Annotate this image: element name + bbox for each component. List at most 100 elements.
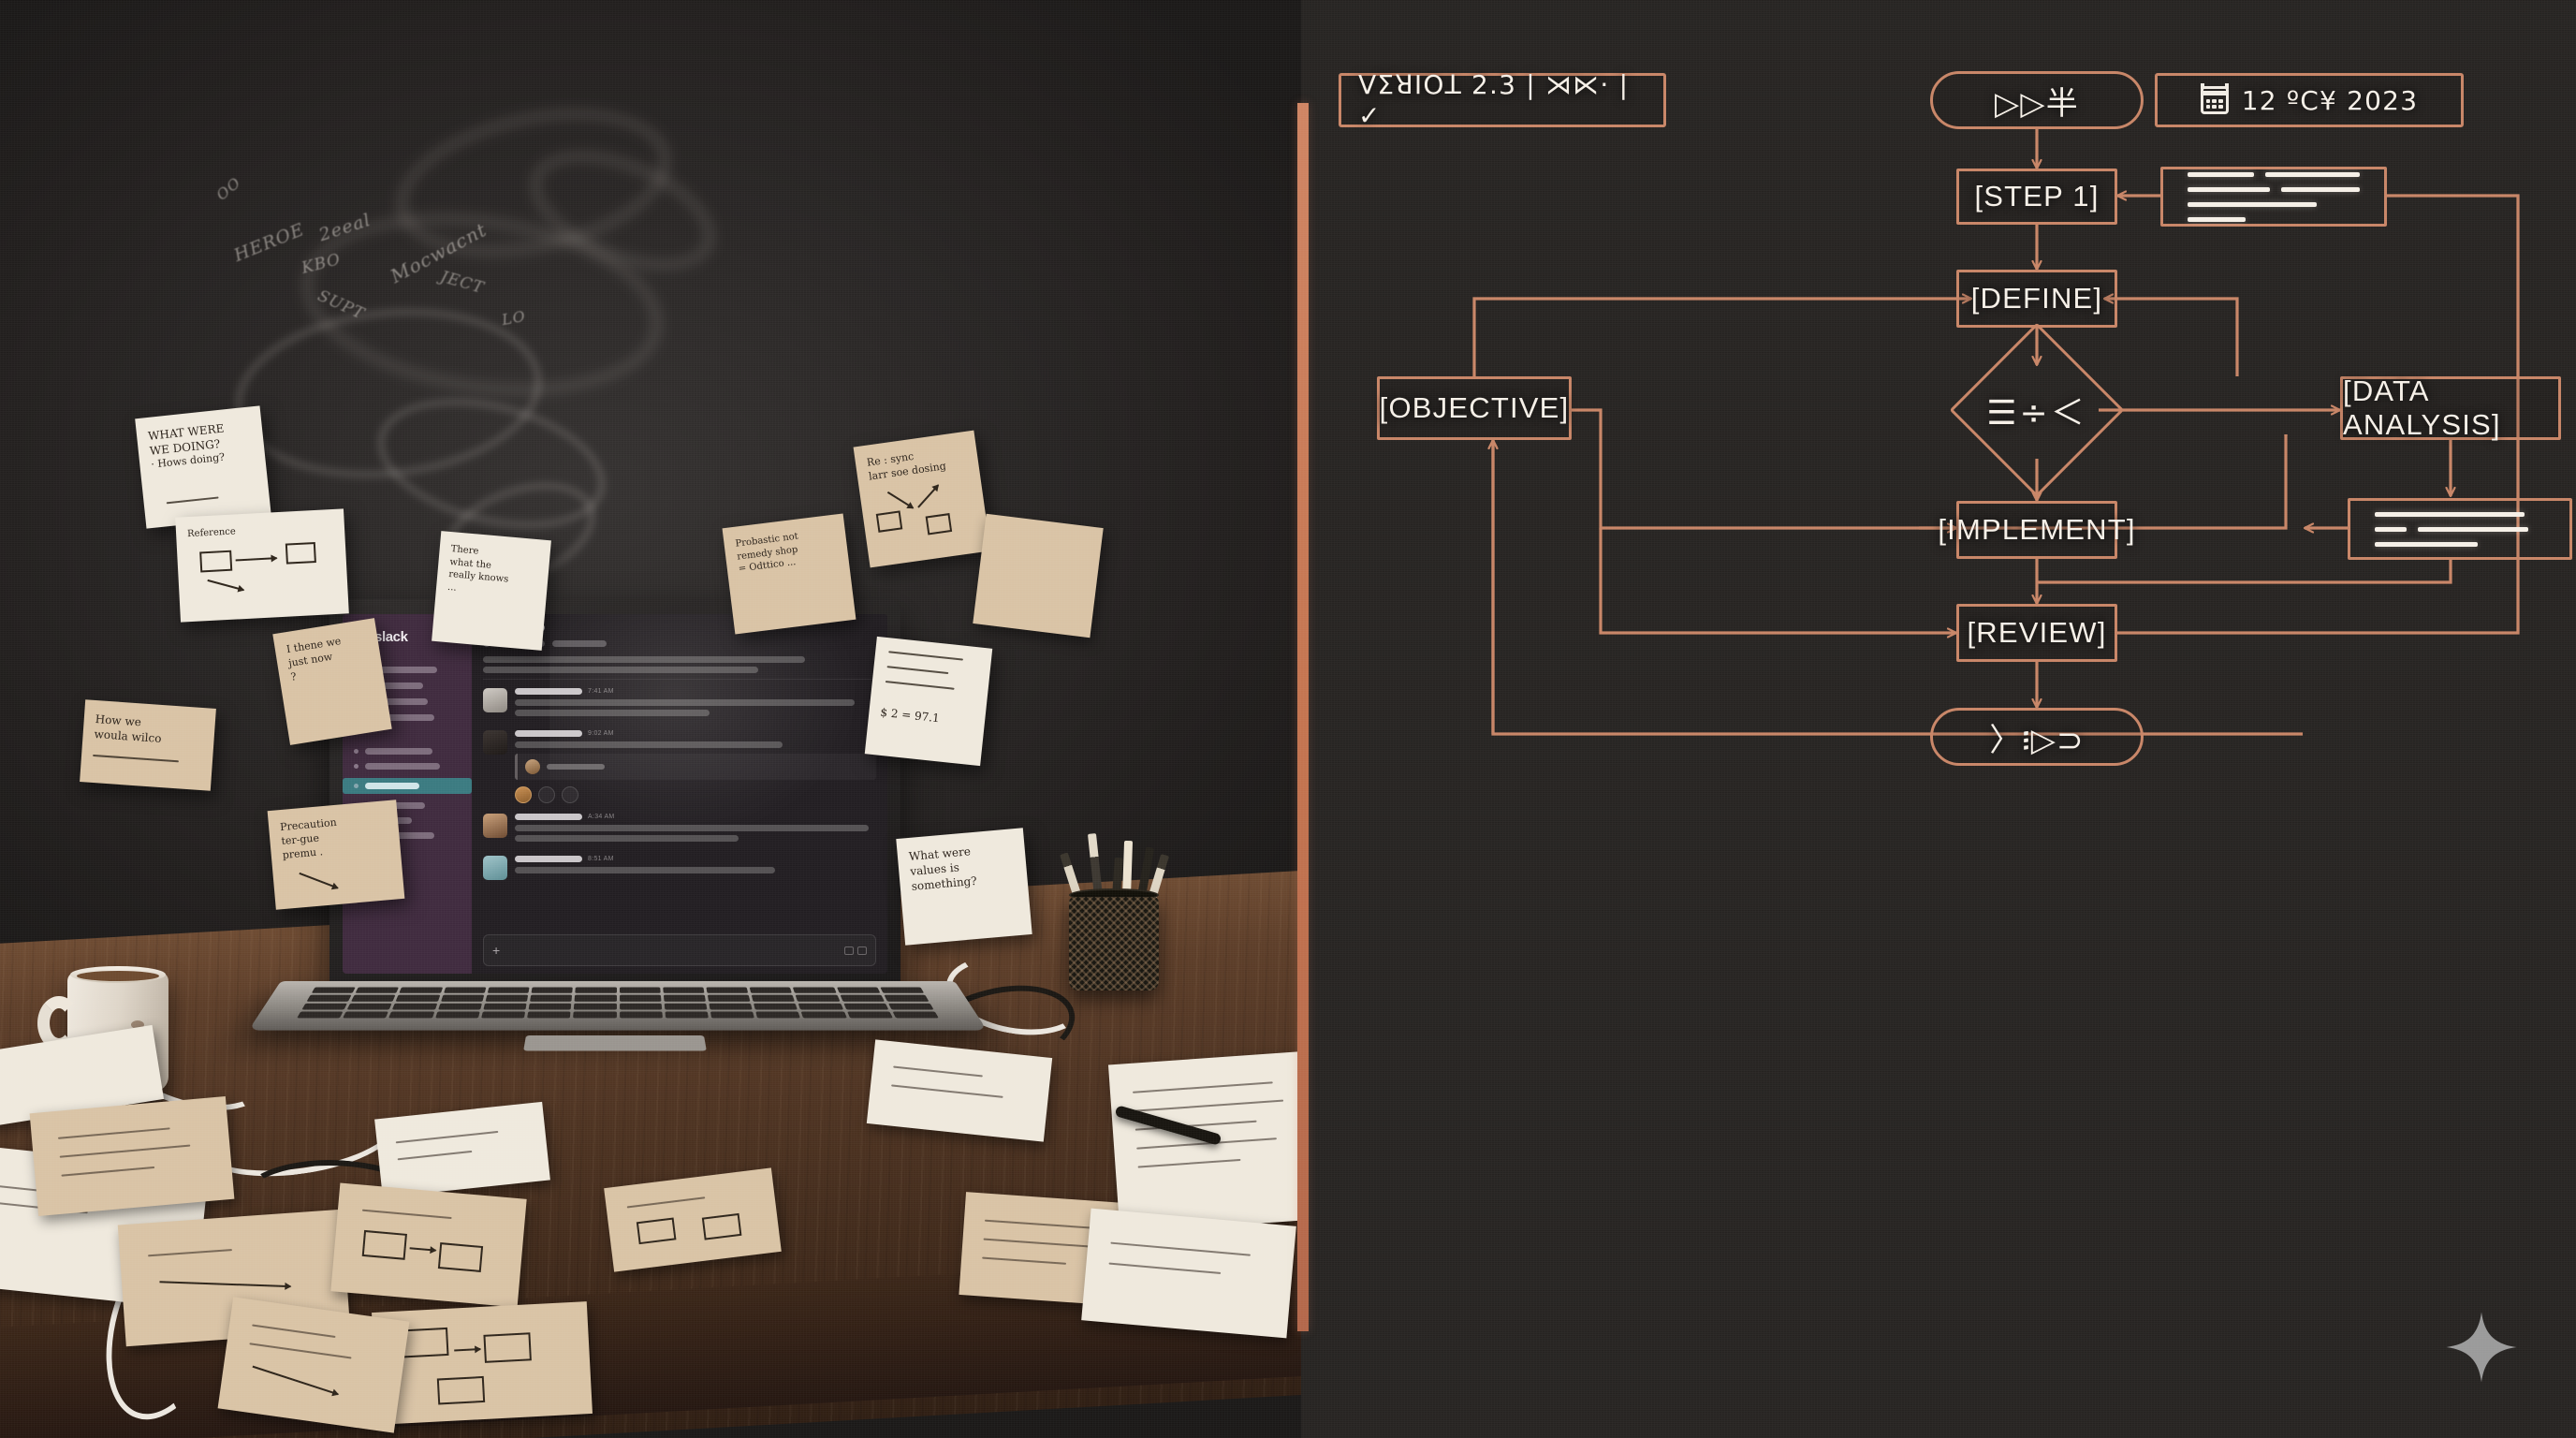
flow-node-implement[interactable]: [IMPLEMENT] [1938,501,2134,559]
flow-node-decision[interactable]: ☰÷＜ [1949,322,2125,498]
flow-node-end-label: 〉፧▷⊃ [1989,721,2085,759]
sidebar-item-label [369,682,423,689]
sticky-note-blank-tan [973,513,1104,638]
laptop-trackpad [523,1035,707,1051]
avatar[interactable] [483,814,507,838]
date-badge[interactable]: 12 ºC¥ 2023 [2155,73,2464,127]
mug-stain [131,1020,144,1029]
send-icon[interactable] [857,946,867,955]
sketch-box [285,541,316,565]
calendar-icon [2200,83,2229,114]
reaction-icon[interactable] [538,786,555,803]
message-line [483,667,758,673]
desk-document [1107,1050,1301,1234]
sparkle-icon [2446,1312,2517,1383]
pen-cup-body [1069,897,1159,990]
message-item: 7:41 AM [483,688,876,720]
message-line [515,710,710,716]
flow-node-review-label: [REVIEW] [1967,616,2107,649]
sticky-note-price: $ 2 = 97.1 [864,636,993,767]
photo-panel: Mocwacnt OO HEROE 2eeal KBO JECT SUPT LO [0,0,1301,1438]
message-item: 8:51 AM [483,856,876,880]
calendar-peg [2200,83,2204,89]
reaction-icon[interactable] [515,786,532,803]
avatar[interactable] [483,856,507,880]
attachment-avatar [525,759,540,774]
flow-node-data-analysis-label: [DATA ANALYSIS] [2343,374,2501,441]
sticky-note-i-thene-we: I thene we just now ? [272,618,392,745]
sketch-arrow [235,557,277,562]
version-badge[interactable]: VΣꓤIOꓕ 2.3 | ⋊⋉· | ✓ [1339,69,1666,131]
emoji-icon[interactable] [844,946,854,955]
calendar-header [2200,91,2229,95]
calendar-peg [2224,83,2229,89]
plus-icon[interactable]: + [492,943,501,958]
attachment-text [547,764,605,770]
avatar[interactable] [483,688,507,712]
sketch-box [875,510,903,533]
message-timestamp: 9:02 AM [588,730,614,737]
pen-cup [1060,833,1170,990]
sketch-box [925,513,953,536]
message-line [515,867,775,873]
sidebar-item-label [365,832,434,839]
message-timestamp: A:34 AM [588,814,615,820]
message-item: A:34 AM [483,814,876,845]
sidebar-channel-1[interactable] [354,748,462,755]
date-divider [483,679,876,680]
sketch-arrow [207,579,244,592]
desk-note-flow [372,1301,593,1425]
quoted-attachment[interactable] [515,754,876,780]
note-line: Reference [186,526,237,540]
message-line [515,741,783,748]
sidebar-channel-active[interactable] [343,778,472,794]
reaction-icon[interactable] [562,786,578,803]
message-timestamp: 7:41 AM [588,688,614,695]
flow-node-step1-label: [STEP 1] [1974,180,2100,213]
flow-node-step1[interactable]: [STEP 1] [1956,169,2117,225]
desk-note-diagram [330,1182,527,1308]
message-line [515,825,870,831]
message-line [515,835,739,842]
laptop-keyboard [287,985,948,1020]
flow-node-define[interactable]: [DEFINE] [1956,270,2117,328]
sidebar-item-label [365,783,419,789]
sidebar-item-label [369,713,434,721]
flow-node-end[interactable]: 〉፧▷⊃ [1930,708,2144,766]
laptop: slack [329,599,900,992]
flow-node-review[interactable]: [REVIEW] [1956,604,2117,662]
desk-note-tan [29,1096,235,1216]
flow-node-data-analysis[interactable]: [DATA ANALYSIS] [2340,374,2561,441]
member-icon [354,784,359,788]
sticky-note-what-were-we-doing: WHAT WERE WE DOING? · Hows doing? [135,405,271,529]
date-badge-label: 12 ºC¥ 2023 [2241,84,2419,116]
sidebar-item-label [365,763,440,770]
reaction-bar[interactable] [515,786,876,803]
flow-node-decision-label: ☰÷＜ [1986,394,2087,433]
flowchart-connectors [1472,128,2520,736]
flowchart-panel: VΣꓤIOꓕ 2.3 | ⋊⋉· | ✓ 12 ºC¥ 2023 ▷▷半 [ST… [1301,0,2576,1438]
flow-node-objective-label: [OBJECTIVE] [1379,391,1570,424]
avatar[interactable] [483,730,507,755]
sketch-box [199,550,233,573]
slack-message-list[interactable]: 7:41 AM 9:02 AM [472,614,887,974]
sticky-note-precaution: Precaution ter-gue premu . [267,800,405,910]
message-composer[interactable]: + [483,934,876,966]
laptop-screen: slack [343,614,887,974]
sticky-note-there-what: There what the really knows ... [432,531,551,651]
message-author [515,730,582,737]
message-author [515,856,582,862]
hash-icon [354,764,359,769]
flow-doc-bottom[interactable] [2348,498,2572,560]
version-badge-label: VΣꓤIOꓕ 2.3 | ⋊⋉· | ✓ [1358,69,1630,131]
channel-topic [552,639,607,647]
flow-node-objective[interactable]: [OBJECTIVE] [1377,376,1572,440]
sticky-note-probastic: Probastic not remedy shop = Odttico ... [722,513,856,635]
sidebar-channel-2[interactable] [354,763,462,770]
desk-paper [1081,1208,1296,1339]
flow-node-start[interactable]: ▷▷半 [1930,71,2144,129]
flow-doc-top[interactable] [2160,167,2387,227]
sidebar-item-label [365,748,432,755]
flow-node-start-label: ▷▷半 [1995,84,2079,123]
